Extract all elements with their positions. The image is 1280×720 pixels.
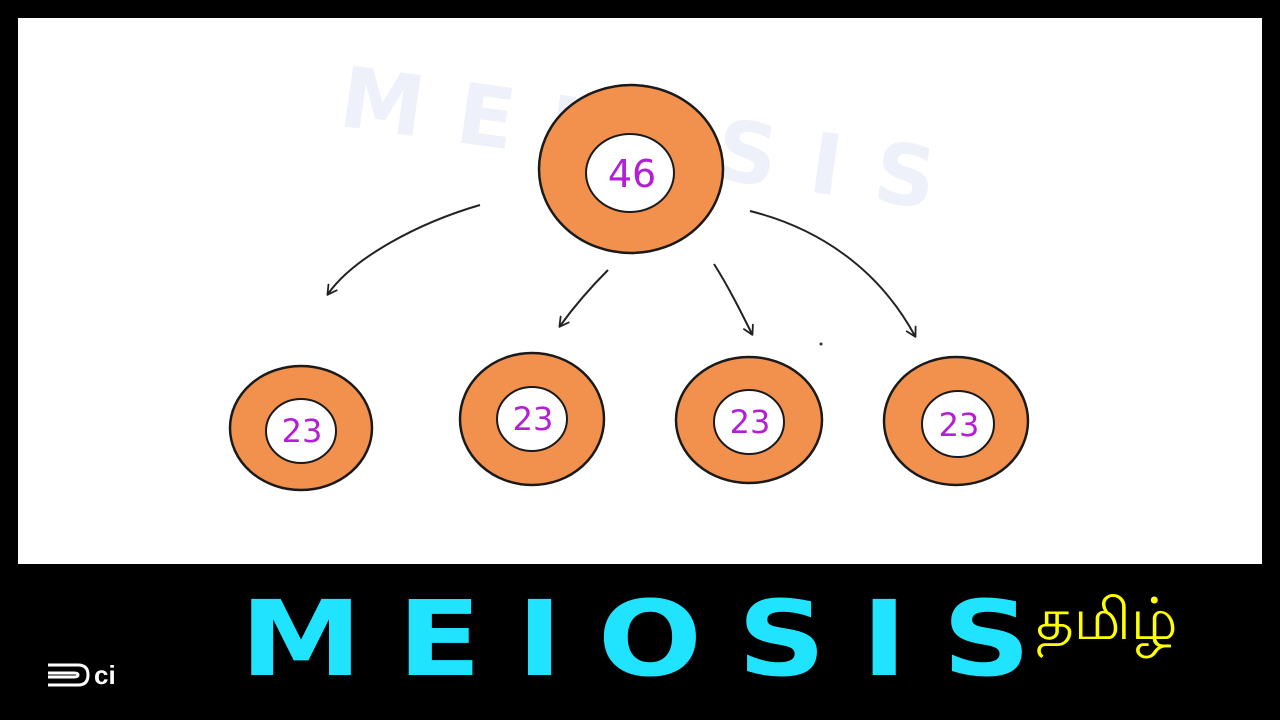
meiosis-diagram: 46 23 23 23 23 <box>228 83 1030 492</box>
parent-nucleus <box>585 133 675 213</box>
parent-chromosome-count: 46 <box>608 152 656 196</box>
logo-text: ci <box>94 660 116 690</box>
arrow-to-cell-2 <box>558 269 609 328</box>
daughter-1-chromosome-count: 23 <box>282 412 323 450</box>
daughter-4-chromosome-count: 23 <box>939 406 980 444</box>
daughter-cell-1: 23 <box>228 364 374 492</box>
arrow-to-cell-4 <box>749 210 917 338</box>
stray-dot <box>819 342 823 346</box>
diagram-canvas: MEIOSIS 46 23 23 <box>18 18 1262 564</box>
logo-mark-icon <box>48 663 90 687</box>
daughter-cell-4: 23 <box>882 355 1030 487</box>
channel-logo: ci <box>44 660 116 690</box>
daughter-cell-2: 23 <box>458 351 606 487</box>
division-arrows <box>326 204 917 338</box>
arrow-to-cell-1 <box>326 204 481 296</box>
arrow-to-cell-3 <box>713 263 754 336</box>
parent-cell: 46 <box>537 83 725 255</box>
main-title: MEIOSIS <box>240 578 1067 700</box>
daughter-3-chromosome-count: 23 <box>730 403 771 441</box>
daughter-cell-3: 23 <box>674 355 824 485</box>
daughter-2-chromosome-count: 23 <box>513 400 554 438</box>
language-label: தமிழ் <box>1036 585 1178 653</box>
